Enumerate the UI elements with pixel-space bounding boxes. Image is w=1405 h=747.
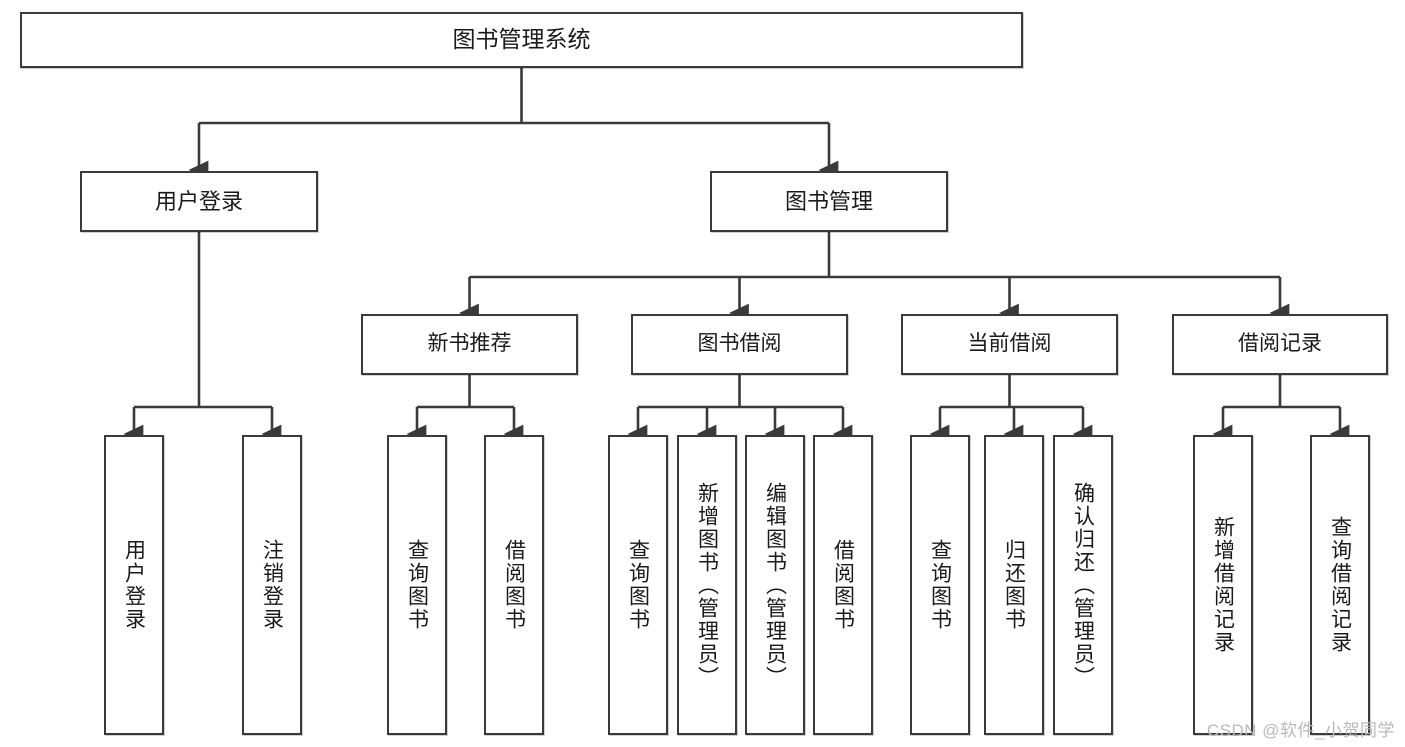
node-label: 新增借阅记录 bbox=[1211, 516, 1235, 654]
node-user-login[interactable]: 用户登录 bbox=[80, 171, 318, 232]
node-label: 确认归还（管理员） bbox=[1071, 481, 1095, 689]
node-label: 用户登录 bbox=[122, 539, 146, 631]
node-root[interactable]: 图书管理系统 bbox=[20, 12, 1023, 68]
node-label: 归还图书 bbox=[1002, 539, 1026, 631]
node-leaf-return-book[interactable]: 归还图书 bbox=[984, 435, 1044, 735]
node-label: 查询图书 bbox=[626, 539, 650, 631]
node-leaf-add-book-admin[interactable]: 新增图书（管理员） bbox=[677, 435, 737, 735]
node-label: 图书管理 bbox=[784, 188, 873, 214]
node-label: 新书推荐 bbox=[427, 332, 512, 356]
node-label: 注销登录 bbox=[260, 539, 284, 631]
node-leaf-confirm-return-admin[interactable]: 确认归还（管理员） bbox=[1053, 435, 1113, 735]
node-leaf-borrow-book-2[interactable]: 借阅图书 bbox=[813, 435, 873, 735]
node-label: 借阅记录 bbox=[1238, 332, 1322, 356]
node-borrow-record[interactable]: 借阅记录 bbox=[1172, 314, 1388, 375]
node-label: 新增图书（管理员） bbox=[695, 481, 719, 689]
node-label: 用户登录 bbox=[154, 188, 243, 214]
node-book-management[interactable]: 图书管理 bbox=[710, 171, 948, 232]
node-label: 图书借阅 bbox=[697, 332, 782, 356]
node-leaf-user-login[interactable]: 用户登录 bbox=[104, 435, 164, 735]
node-leaf-query-borrow-record[interactable]: 查询借阅记录 bbox=[1310, 435, 1370, 735]
node-leaf-edit-book-admin[interactable]: 编辑图书（管理员） bbox=[745, 435, 805, 735]
node-current-borrow[interactable]: 当前借阅 bbox=[901, 314, 1118, 375]
node-leaf-query-book-1[interactable]: 查询图书 bbox=[387, 435, 447, 735]
node-new-book-recommend[interactable]: 新书推荐 bbox=[361, 314, 578, 375]
node-label: 图书管理系统 bbox=[452, 26, 591, 53]
node-label: 借阅图书 bbox=[502, 539, 526, 631]
node-label: 当前借阅 bbox=[967, 332, 1052, 356]
node-leaf-borrow-book-1[interactable]: 借阅图书 bbox=[484, 435, 544, 735]
node-label: 查询借阅记录 bbox=[1328, 516, 1352, 654]
node-leaf-logout-login[interactable]: 注销登录 bbox=[242, 435, 302, 735]
node-label: 查询图书 bbox=[405, 539, 429, 631]
node-leaf-query-book-2[interactable]: 查询图书 bbox=[608, 435, 668, 735]
node-leaf-query-book-3[interactable]: 查询图书 bbox=[910, 435, 970, 735]
node-book-borrow[interactable]: 图书借阅 bbox=[631, 314, 848, 375]
node-label: 编辑图书（管理员） bbox=[763, 481, 787, 689]
node-leaf-add-borrow-record[interactable]: 新增借阅记录 bbox=[1193, 435, 1253, 735]
node-label: 查询图书 bbox=[928, 539, 952, 631]
node-label: 借阅图书 bbox=[831, 539, 855, 631]
watermark-text: CSDN @软件_小贺同学 bbox=[1206, 721, 1395, 740]
